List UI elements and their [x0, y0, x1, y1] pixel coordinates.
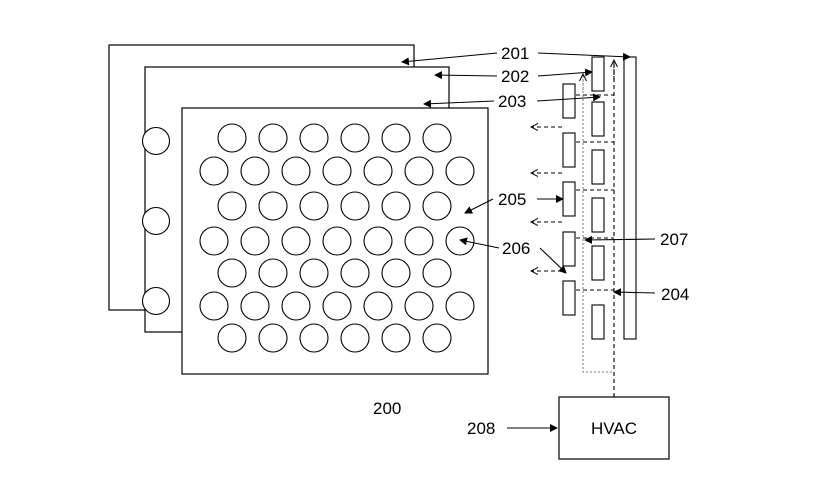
panel-hole	[404, 226, 434, 256]
panel-hole	[281, 291, 311, 321]
return-air-path	[582, 75, 612, 373]
leader-201-panel	[401, 52, 498, 66]
panel-hole	[240, 156, 270, 186]
panel-hole	[258, 258, 288, 288]
panel-hole	[217, 323, 247, 353]
slat-assembly	[531, 56, 637, 397]
louver-slat	[562, 280, 576, 316]
leader-205-panel	[464, 198, 494, 214]
ref-label-202: 202	[501, 67, 529, 86]
louver-slat	[562, 83, 576, 119]
panel-hole	[258, 123, 288, 153]
panel-hole	[363, 226, 393, 256]
right-slat-column	[591, 56, 605, 340]
ref-label-204: 204	[661, 285, 689, 304]
ref-label-205: 205	[498, 190, 526, 209]
ref-label-203: 203	[498, 92, 526, 111]
panel-hole	[422, 258, 452, 288]
louver-slat	[591, 101, 605, 137]
front-panel-holes	[199, 123, 475, 353]
panel-hole	[199, 291, 229, 321]
louver-slat	[562, 181, 576, 217]
leader-203-slat	[536, 93, 601, 102]
panel-hole	[258, 323, 288, 353]
panel-hole	[404, 156, 434, 186]
mounting-rail	[623, 56, 637, 340]
front-perforated-panel	[181, 107, 489, 375]
panel-hole	[422, 323, 452, 353]
panel-hole	[199, 226, 229, 256]
panel-hole	[340, 123, 370, 153]
panel-hole	[258, 191, 288, 221]
panel-hole	[381, 123, 411, 153]
leader-206-slat	[539, 247, 567, 274]
panel-hole	[141, 126, 171, 156]
ref-label-207: 207	[660, 230, 688, 249]
panel-hole	[445, 291, 475, 321]
panel-hole	[240, 291, 270, 321]
panel-hole	[340, 323, 370, 353]
leader-207	[584, 235, 656, 244]
panel-hole	[217, 191, 247, 221]
panel-hole	[322, 291, 352, 321]
panel-hole	[281, 156, 311, 186]
louver-slat	[591, 304, 605, 340]
hvac-unit-box	[558, 396, 670, 460]
panel-hole	[445, 226, 475, 256]
airflow-feed-lines	[576, 94, 614, 291]
louver-slat	[591, 245, 605, 281]
airflow-outflow-arrows	[531, 60, 614, 271]
panel-hole	[240, 226, 270, 256]
leader-206-hole	[459, 237, 500, 249]
panel-hole	[340, 191, 370, 221]
panel-hole	[422, 191, 452, 221]
middle-panel-holes	[141, 126, 171, 316]
louver-slat	[562, 231, 576, 267]
ref-label-201: 201	[501, 44, 529, 63]
panel-hole	[404, 291, 434, 321]
louver-slat	[591, 56, 605, 92]
louver-slat	[591, 149, 605, 185]
figure-number: 200	[373, 399, 401, 418]
panel-hole	[281, 226, 311, 256]
leader-203-panel	[423, 99, 495, 108]
panel-hole	[340, 258, 370, 288]
left-slat-column	[562, 83, 576, 316]
panel-hole	[141, 286, 171, 316]
panel-hole	[299, 258, 329, 288]
leader-202-slat	[537, 68, 593, 77]
panel-hole	[445, 156, 475, 186]
panel-hole	[363, 291, 393, 321]
louver-slat	[562, 132, 576, 168]
panel-hole	[217, 258, 247, 288]
leader-202-panel	[434, 71, 498, 80]
panel-hole	[299, 123, 329, 153]
panel-hole	[381, 258, 411, 288]
panel-hole	[299, 191, 329, 221]
panel-hole	[422, 123, 452, 153]
ref-label-208: 208	[467, 419, 495, 438]
panel-hole	[363, 156, 393, 186]
louver-slat	[591, 197, 605, 233]
panel-hole	[299, 323, 329, 353]
panel-hole	[217, 123, 247, 153]
leader-204	[613, 288, 656, 297]
panel-hole	[141, 206, 171, 236]
panel-hole	[322, 156, 352, 186]
hvac-label: HVAC	[591, 419, 637, 438]
panel-hole	[199, 156, 229, 186]
panel-hole	[381, 323, 411, 353]
panel-hole	[322, 226, 352, 256]
panel-hole	[381, 191, 411, 221]
ref-label-206: 206	[502, 239, 530, 258]
leader-201-rail	[537, 52, 631, 61]
